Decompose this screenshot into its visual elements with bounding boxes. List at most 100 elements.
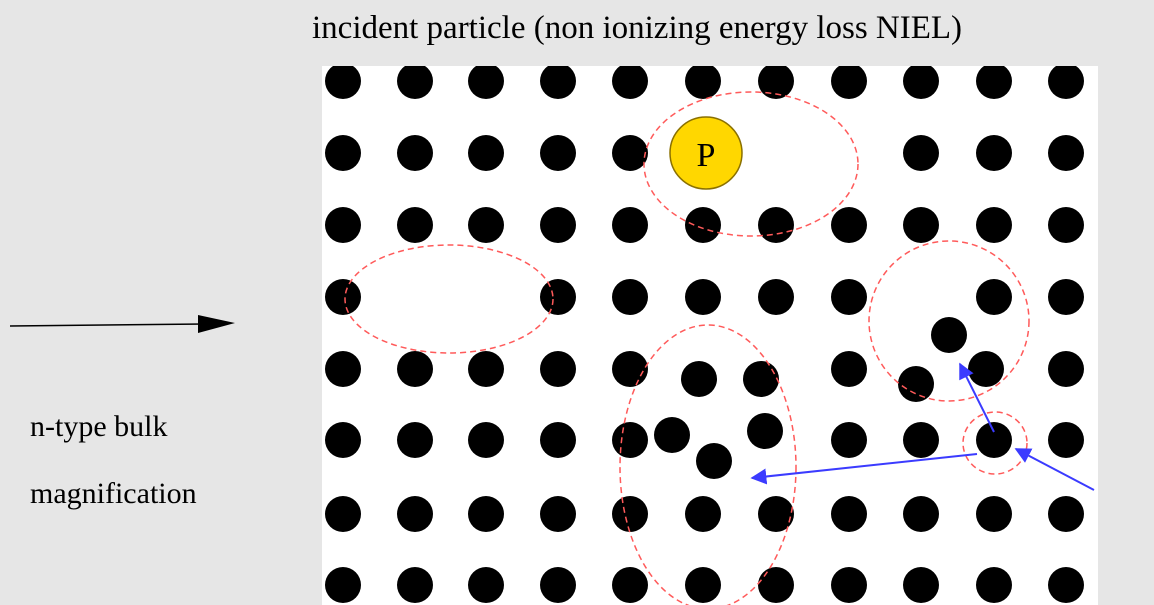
displaced-atom: [654, 417, 690, 453]
lattice-atom: [325, 66, 361, 99]
lattice-atom: [468, 66, 504, 99]
lattice-atom: [1048, 279, 1084, 315]
lattice-atom: [831, 422, 867, 458]
lattice-atom: [1048, 135, 1084, 171]
lattice-atom: [903, 567, 939, 603]
lattice-atom: [1048, 207, 1084, 243]
lattice-atom: [612, 422, 648, 458]
displaced-atom: [931, 317, 967, 353]
lattice-atom: [612, 496, 648, 532]
side-label-magnification: magnification: [30, 477, 197, 510]
lattice-atom: [325, 422, 361, 458]
incident-arrow-icon: [9, 315, 235, 333]
lattice-atom: [976, 66, 1012, 99]
displaced-atom: [681, 361, 717, 397]
vacancy-region-cluster: [344, 244, 554, 354]
interstitial-region: [868, 240, 1030, 402]
lattice-atom: [540, 351, 576, 387]
displaced-atom: [743, 361, 779, 397]
trajectory-arrow-icon: [1014, 448, 1095, 491]
lattice-atom: [325, 351, 361, 387]
lattice-atom: [612, 567, 648, 603]
lattice-atom: [397, 66, 433, 99]
displaced-atom: [968, 351, 1004, 387]
displaced-atom: [747, 413, 783, 449]
lattice-atom: [540, 567, 576, 603]
lattice-atom: [468, 351, 504, 387]
diagram-title: incident particle (non ionizing energy l…: [312, 10, 963, 46]
lattice-atom: [397, 135, 433, 171]
lattice-atom: [468, 422, 504, 458]
lattice-atom: [685, 279, 721, 315]
lattice-atom: [612, 351, 648, 387]
lattice-atom: [976, 207, 1012, 243]
lattice-atom: [1048, 567, 1084, 603]
lattice-atom: [685, 207, 721, 243]
particle-p: P: [669, 116, 743, 190]
lattice-atom: [1048, 351, 1084, 387]
lattice-atom: [903, 496, 939, 532]
lattice-atom: [831, 279, 867, 315]
vacancy-region-particle: [643, 91, 859, 237]
lattice-atom: [758, 567, 794, 603]
displaced-atom: [696, 443, 732, 479]
lattice-atom: [468, 496, 504, 532]
lattice-atom: [831, 207, 867, 243]
lattice-atom: [758, 496, 794, 532]
lattice-atom: [831, 351, 867, 387]
lattice-atom: [758, 207, 794, 243]
lattice-atom: [1048, 66, 1084, 99]
lattice-atom: [1048, 422, 1084, 458]
lattice-atom: [685, 496, 721, 532]
lattice-atom: [540, 422, 576, 458]
lattice-atom: [831, 66, 867, 99]
lattice-atom: [976, 135, 1012, 171]
lattice-atom: [540, 279, 576, 315]
lattice-atom: [612, 279, 648, 315]
lattice-atom: [540, 496, 576, 532]
lattice-atom: [1048, 496, 1084, 532]
lattice-atom: [903, 66, 939, 99]
lattice-atom: [325, 279, 361, 315]
lattice-atom: [976, 422, 1012, 458]
lattice-atom: [325, 207, 361, 243]
lattice-atom: [903, 422, 939, 458]
lattice-atom: [976, 279, 1012, 315]
displacement-cascade-region: [619, 324, 797, 605]
lattice-atom: [325, 135, 361, 171]
lattice-atom: [540, 66, 576, 99]
lattice-atom: [612, 66, 648, 99]
lattice-atom: [685, 66, 721, 99]
particle-label: P: [697, 137, 716, 174]
lattice-atom: [903, 207, 939, 243]
crystal-lattice: P: [322, 66, 1098, 605]
lattice-atom: [976, 567, 1012, 603]
lattice-atom: [468, 135, 504, 171]
lattice-atom: [540, 135, 576, 171]
lattice-atom: [540, 207, 576, 243]
trajectory-arrow-icon: [750, 453, 978, 485]
displaced-atom: [898, 366, 934, 402]
lattice-atom: [397, 422, 433, 458]
lattice-atom: [758, 66, 794, 99]
side-label-bulk: n-type bulk: [30, 410, 168, 443]
lattice-atom: [397, 207, 433, 243]
lattice-atom: [397, 496, 433, 532]
lattice-atom: [468, 207, 504, 243]
lattice-atom: [976, 496, 1012, 532]
primary-knock-on-region: [962, 411, 1028, 475]
lattice-atom: [831, 496, 867, 532]
lattice-atom: [831, 567, 867, 603]
lattice-atom: [758, 279, 794, 315]
trajectory-arrow-icon: [959, 362, 995, 433]
lattice-atom: [325, 496, 361, 532]
lattice-atom: [685, 567, 721, 603]
lattice-atom: [612, 207, 648, 243]
lattice-atom: [397, 567, 433, 603]
atom-grid: [325, 66, 1084, 603]
lattice-atom: [612, 135, 648, 171]
lattice-atom: [325, 567, 361, 603]
interstitial-atoms: [654, 317, 1004, 479]
lattice-atom: [397, 351, 433, 387]
lattice-atom: [903, 135, 939, 171]
